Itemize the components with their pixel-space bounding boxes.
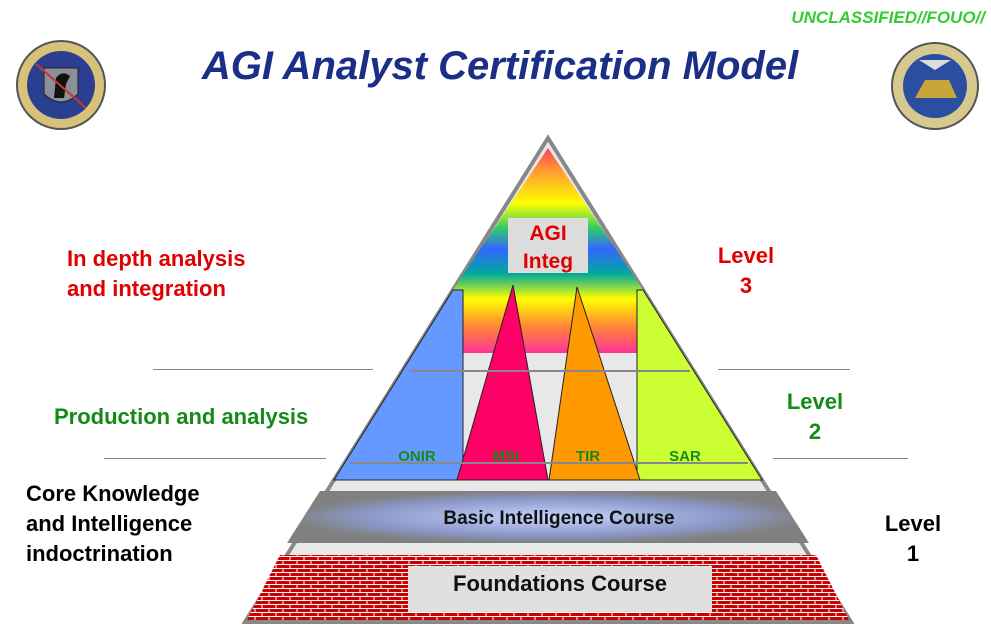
divider-line bbox=[104, 458, 326, 459]
foundations-label: Foundations Course bbox=[453, 571, 667, 596]
air-force-isr-agency-logo bbox=[16, 40, 106, 130]
msi-label: MSI bbox=[493, 448, 520, 465]
level-word: Level bbox=[884, 511, 942, 536]
foundations-box bbox=[408, 566, 712, 612]
level-word: Level bbox=[717, 243, 775, 268]
level1-description-line: Core Knowledge bbox=[26, 481, 200, 506]
agi-integ-label: Integ bbox=[523, 250, 573, 273]
level3-description-line: In depth analysis bbox=[67, 246, 246, 271]
onir-label: ONIR bbox=[398, 448, 436, 465]
agi-integ-label: AGI bbox=[529, 222, 566, 245]
level-number: 3 bbox=[739, 273, 753, 298]
page-title: AGI Analyst Certification Model bbox=[201, 44, 799, 88]
level1-description-line: indoctrination bbox=[26, 541, 173, 566]
tir-label: TIR bbox=[576, 448, 600, 465]
level2-label: Level 2 bbox=[775, 387, 855, 447]
level-number: 1 bbox=[906, 541, 920, 566]
basic-intelligence-band bbox=[287, 491, 809, 543]
divider-line bbox=[773, 458, 908, 459]
divider-line bbox=[153, 369, 373, 370]
level3-label: Level 3 bbox=[706, 241, 786, 301]
divider-line bbox=[718, 369, 850, 370]
classification-marking: UNCLASSIFIED//FOUO// bbox=[791, 8, 985, 27]
level-word: Level bbox=[786, 389, 844, 414]
sar-segment bbox=[636, 289, 763, 481]
level3-description-line: and integration bbox=[67, 276, 226, 301]
level-number: 2 bbox=[808, 419, 822, 444]
msi-segment bbox=[456, 284, 549, 481]
level1-description: Core Knowledge and Intelligence indoctri… bbox=[26, 479, 200, 569]
level1-label: Level 1 bbox=[873, 509, 953, 569]
tir-segment bbox=[548, 286, 641, 481]
sar-label: SAR bbox=[669, 448, 701, 465]
level3-description: In depth analysis and integration bbox=[67, 244, 246, 304]
nasic-logo bbox=[891, 42, 979, 130]
level1-description-line: and Intelligence bbox=[26, 511, 193, 536]
level2-description: Production and analysis bbox=[54, 404, 309, 429]
basic-intelligence-label: Basic Intelligence Course bbox=[443, 508, 674, 529]
agi-integration-band bbox=[463, 288, 637, 353]
agi-integ-box bbox=[508, 218, 588, 273]
